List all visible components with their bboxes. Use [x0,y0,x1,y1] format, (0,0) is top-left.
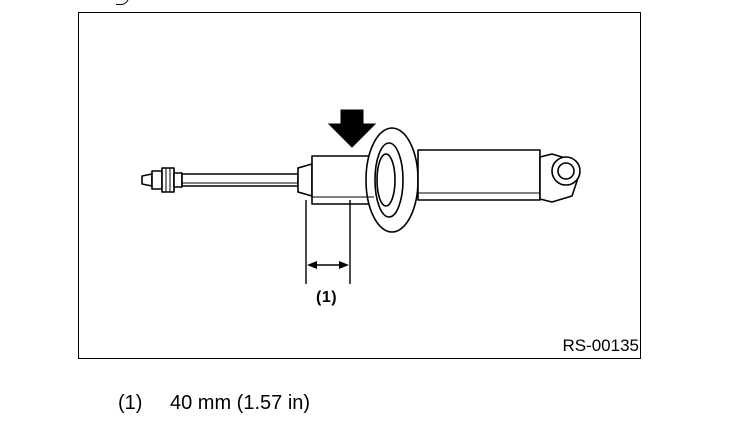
dimension-callout: (1) [316,289,338,306]
caption-line: (1) 40 mm (1.57 in) [118,392,310,415]
rod-collar [173,172,183,188]
mount-eye-inner [557,162,575,180]
figure-id: RS-00135 [562,336,639,355]
dimension-arrowhead-left [307,261,317,269]
rod-nut-hex [161,167,175,193]
spring-seat-hub [376,153,396,207]
dimension-arrowhead-right [339,261,349,269]
rod-guide [297,163,313,197]
caption-number: (1) [118,392,143,414]
piston-rod [181,173,299,187]
rod-nut [151,170,163,190]
push-arrow-icon [327,109,377,148]
rod-thread-end [141,173,153,187]
caption-text: 40 mm (1.57 in) [170,392,311,414]
